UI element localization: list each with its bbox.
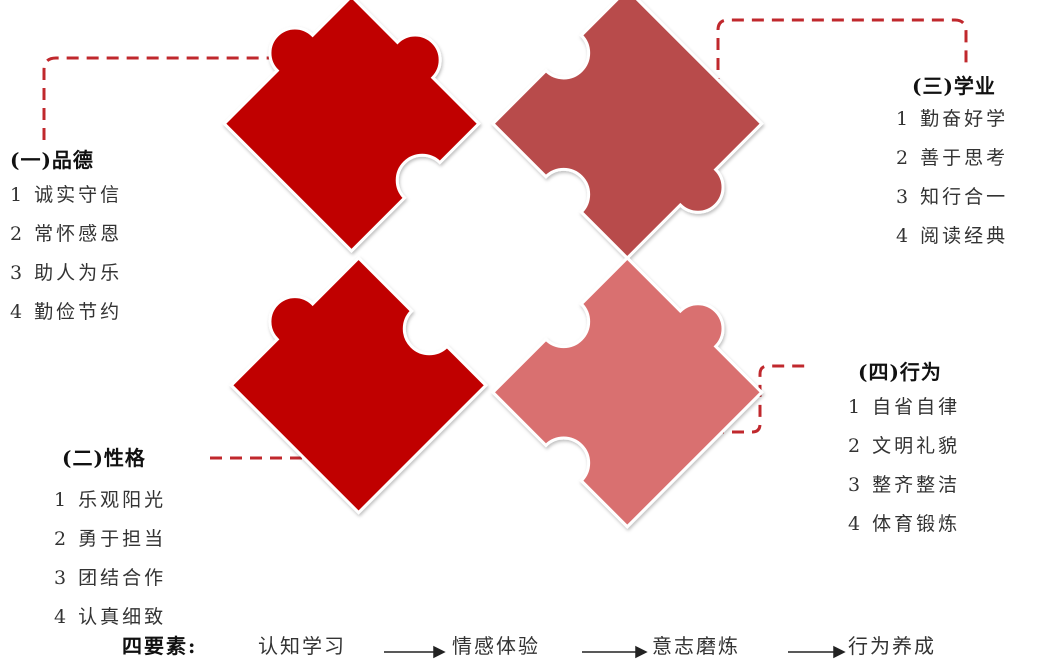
connector-xueye xyxy=(716,18,968,150)
section-title-xueye: (三)学业 xyxy=(912,74,996,98)
footer-step-3: 意志磨炼 xyxy=(652,634,740,658)
xingge-item-4: 4 认真细致 xyxy=(54,606,167,628)
xingwei-item-3: 3 整齐整洁 xyxy=(848,474,961,496)
pinde-item-4: 4 勤俭节约 xyxy=(10,301,123,323)
puzzle-piece-top xyxy=(222,0,481,254)
pinde-item-3: 3 助人为乐 xyxy=(10,262,123,284)
footer-step-1: 认知学习 xyxy=(258,634,346,658)
xingwei-item-4: 4 体育锻炼 xyxy=(848,513,961,535)
section-title-xingwei: (四)行为 xyxy=(858,360,942,384)
connector-pinde xyxy=(42,56,395,140)
arrow-2-icon xyxy=(635,645,648,659)
puzzle-piece-bottom xyxy=(490,255,764,529)
section-title-pinde: (一)品德 xyxy=(10,148,94,172)
pinde-item-2: 2 常怀感恩 xyxy=(10,223,123,245)
xingge-item-3: 3 团结合作 xyxy=(54,567,167,589)
xingge-item-2: 2 勇于担当 xyxy=(54,528,167,550)
xingwei-item-2: 2 文明礼貌 xyxy=(848,435,961,457)
xueye-item-2: 2 善于思考 xyxy=(896,147,1009,169)
process-arrows xyxy=(384,645,846,659)
puzzle-piece-right xyxy=(490,0,764,261)
xueye-item-1: 1 勤奋好学 xyxy=(896,108,1009,130)
xueye-item-4: 4 阅读经典 xyxy=(896,225,1009,247)
arrow-1-icon xyxy=(433,645,446,659)
footer-step-2: 情感体验 xyxy=(452,634,540,658)
arrow-3-icon xyxy=(833,645,846,659)
section-title-xingge: (二)性格 xyxy=(62,446,146,470)
footer-label: 四要素: xyxy=(122,634,198,658)
footer-step-4: 行为养成 xyxy=(848,634,936,658)
xueye-item-3: 3 知行合一 xyxy=(896,186,1009,208)
puzzle-piece-left xyxy=(229,255,488,515)
xingge-item-1: 1 乐观阳光 xyxy=(54,489,167,511)
xingwei-item-1: 1 自省自律 xyxy=(848,396,961,418)
pinde-item-1: 1 诚实守信 xyxy=(10,184,123,206)
connector-xingwei xyxy=(652,364,812,434)
